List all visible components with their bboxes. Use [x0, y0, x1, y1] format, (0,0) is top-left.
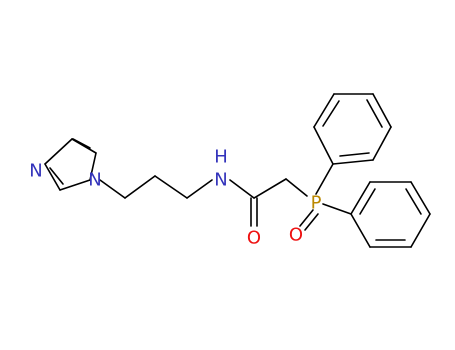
ph1-b4	[372, 93, 392, 128]
atom-labels: N N N H O P O	[29, 147, 321, 249]
bond-c4-n3	[44, 138, 73, 165]
ph1-b2	[313, 93, 335, 128]
bond-c5-c4-double	[72, 138, 91, 149]
bond-p-o-1	[299, 209, 314, 227]
ph1-b1	[313, 126, 334, 165]
bond-co-ch2	[253, 178, 287, 199]
atom-n-amide: N	[214, 170, 227, 191]
bond-n-co	[229, 179, 255, 199]
bond-n1-ca	[99, 179, 126, 199]
bond-p-ph2	[322, 203, 352, 215]
bond-c2-n1	[59, 179, 91, 191]
atom-o-phosphoryl: O	[289, 225, 303, 246]
bond-cb-cc	[154, 175, 188, 199]
atom-n-imidazole-pyrrole: N	[88, 170, 101, 191]
ph2-b4	[410, 181, 431, 215]
ph2-d3	[359, 188, 376, 215]
atom-p: P	[311, 193, 322, 214]
bond-p-ph1	[315, 163, 334, 195]
atom-n-imidazole-pyridine: N	[29, 161, 42, 182]
atom-h-amide: H	[214, 147, 228, 168]
ph2-b3	[410, 213, 431, 248]
ph2-b6	[350, 181, 371, 215]
ph1-d2	[366, 99, 383, 128]
bond-p-o-2	[304, 213, 319, 231]
ph1-b5	[372, 126, 392, 161]
bond-cc-n	[186, 179, 213, 199]
bond-ch2-p	[285, 178, 308, 197]
atom-o-carbonyl: O	[247, 228, 261, 249]
ph2-b1	[350, 213, 371, 248]
ph1-b6	[332, 159, 374, 165]
ph1-d3	[339, 152, 370, 157]
ph1-d1	[322, 100, 340, 127]
bond-n3-c2	[44, 163, 61, 191]
ph2-d2	[405, 188, 422, 215]
bond-n3-c2-double	[49, 167, 64, 185]
bonds	[44, 93, 431, 248]
bond-n1-c5	[89, 152, 97, 181]
bond-ca-cb	[124, 175, 156, 199]
